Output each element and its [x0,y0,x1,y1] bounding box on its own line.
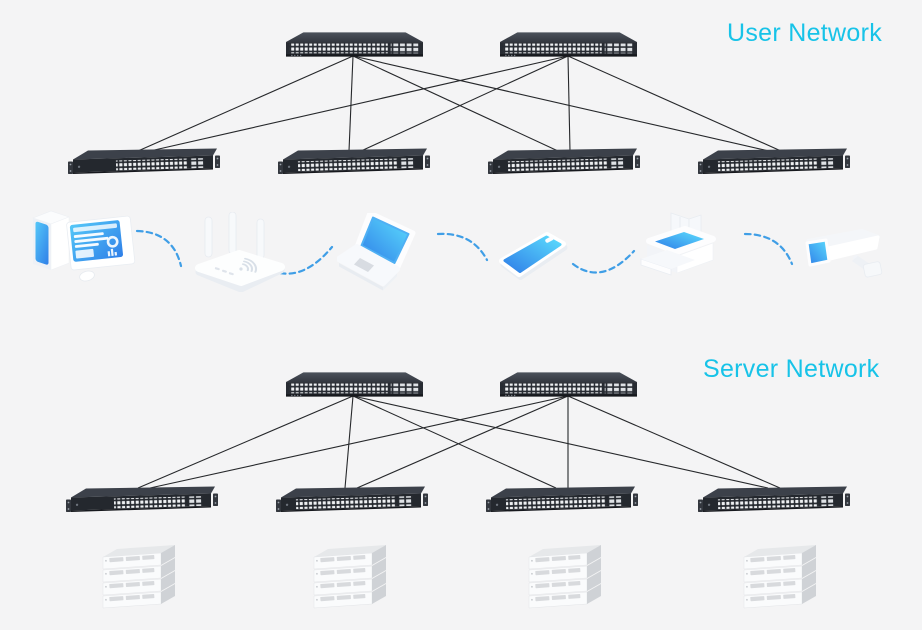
user-leaf-switch-1 [68,147,220,177]
user-leaf-switch-2 [278,147,430,177]
printer-icon [637,211,723,289]
server-stack-4 [740,541,824,613]
leaf-switch-icon [66,485,218,515]
user-spine-switch-1 [286,32,423,57]
leaf-switch-icon [278,147,430,177]
leaf-switch-icon [68,147,220,177]
server-stack-1 [99,541,183,613]
laptop-icon [337,213,433,291]
leaf-switch-icon [276,485,428,515]
server-stack-icon [310,541,394,613]
leaf-switch-icon [698,147,850,177]
server-spine-switch-2 [500,372,637,397]
user-network-mesh-links [137,55,782,152]
desktop-computer-icon [27,206,139,288]
leaf-switch-icon [486,485,638,515]
server-stack-icon [525,541,609,613]
leaf-switch-icon [698,485,850,515]
leaf-switch-icon [488,147,640,177]
server-leaf-switch-3 [486,485,638,515]
server-stack-icon [740,541,824,613]
user-leaf-switch-3 [488,147,640,177]
server-leaf-switch-4 [698,485,850,515]
server-stack-icon [99,541,183,613]
spine-switch-icon [286,372,423,397]
wireless-link-arcs [135,229,794,275]
server-stack-2 [310,541,394,613]
user-network-title: User Network [727,19,883,47]
cctv-camera-icon [800,227,888,285]
server-leaf-switch-1 [66,485,218,515]
server-stack-3 [525,541,609,613]
server-spine-switch-1 [286,372,423,397]
spine-switch-icon [500,32,637,57]
smartphone-icon [497,230,569,280]
user-spine-switch-2 [500,32,637,57]
spine-switch-icon [286,32,423,57]
server-network-title: Server Network [703,355,880,383]
wifi-router-icon [193,212,285,292]
server-leaf-switch-2 [276,485,428,515]
user-leaf-switch-4 [698,147,850,177]
server-network-mesh-links [137,395,781,489]
spine-switch-icon [500,372,637,397]
